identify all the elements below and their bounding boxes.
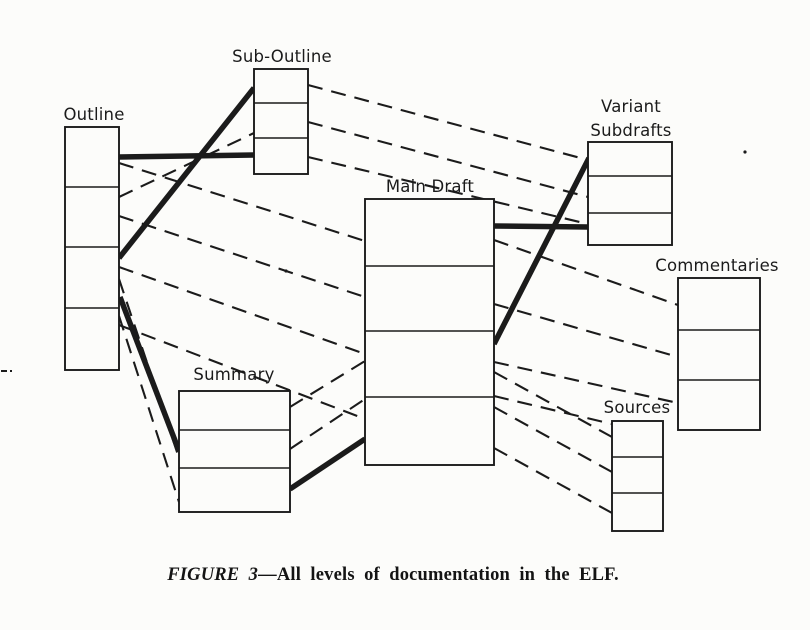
node-box-sources	[611, 420, 664, 532]
scan-speck	[284, 269, 288, 273]
node-box-summary	[178, 390, 291, 513]
scan-speck	[743, 150, 747, 154]
node-summary: Summary	[178, 365, 291, 513]
dashed-link-outline-to-main-draft	[118, 324, 366, 420]
dashed-link-main-draft-to-sources	[493, 406, 613, 473]
node-label-summary: Summary	[193, 365, 274, 384]
node-sources: Sources	[604, 398, 671, 532]
dashed-link-summary-to-main-draft	[289, 360, 366, 408]
node-box-variant-subdrafts	[587, 141, 673, 246]
dashed-link-main-draft-to-commentaries	[493, 239, 679, 306]
figure-caption-text: —All levels of documentation in the ELF.	[258, 565, 619, 585]
dashed-link-sub-outline-to-variant-subdrafts	[307, 83, 589, 162]
dashed-link-main-draft-to-sources	[493, 394, 613, 426]
node-label-variant-subdrafts: Subdrafts	[590, 121, 671, 140]
dashed-link-outline-to-summary	[118, 315, 180, 503]
node-box-outline	[64, 126, 120, 371]
node-outline: Outline	[63, 105, 124, 371]
node-sub-outline: Sub-Outline	[232, 47, 332, 175]
dashed-link-outline-to-main-draft	[118, 161, 366, 243]
dashed-link-main-draft-to-commentaries	[493, 302, 679, 359]
node-label-main-draft: Main Draft	[386, 177, 475, 196]
node-commentaries: Commentaries	[655, 256, 779, 431]
dashed-link-main-draft-to-sources	[493, 371, 613, 438]
solid-link-outline-to-sub-outline	[118, 152, 255, 160]
node-label-outline: Outline	[63, 105, 124, 124]
figure-caption-number: FIGURE 3	[167, 565, 259, 585]
dashed-link-outline-to-main-draft	[118, 215, 366, 298]
solid-link-main-draft-to-variant-subdrafts	[493, 223, 589, 230]
node-main-draft: Main Draft	[364, 177, 495, 466]
dashed-link-main-draft-to-commentaries	[493, 360, 679, 405]
solid-link-outline-to-sub-outline	[116, 86, 257, 260]
solid-link-outline-to-summary	[117, 296, 182, 452]
node-box-commentaries	[677, 277, 761, 431]
node-box-sub-outline	[253, 68, 309, 175]
dashed-link-main-draft-to-sources	[493, 447, 613, 514]
dashed-link-outline-to-sub-outline	[118, 132, 255, 198]
figure-caption: FIGURE 3—All levels of documentation in …	[0, 565, 786, 586]
solid-link-main-draft-to-variant-subdrafts	[491, 156, 592, 346]
solid-link-summary-to-main-draft	[288, 436, 367, 492]
dashed-link-sub-outline-to-variant-subdrafts	[307, 120, 589, 199]
dashed-link-summary-to-main-draft	[289, 398, 366, 450]
node-label-sub-outline: Sub-Outline	[232, 47, 332, 66]
node-box-main-draft	[364, 198, 495, 466]
node-label-commentaries: Commentaries	[655, 256, 778, 275]
dashed-link-outline-to-main-draft	[118, 266, 366, 355]
node-label-variant-subdrafts: Variant	[601, 97, 661, 116]
node-label-sources: Sources	[604, 398, 671, 417]
